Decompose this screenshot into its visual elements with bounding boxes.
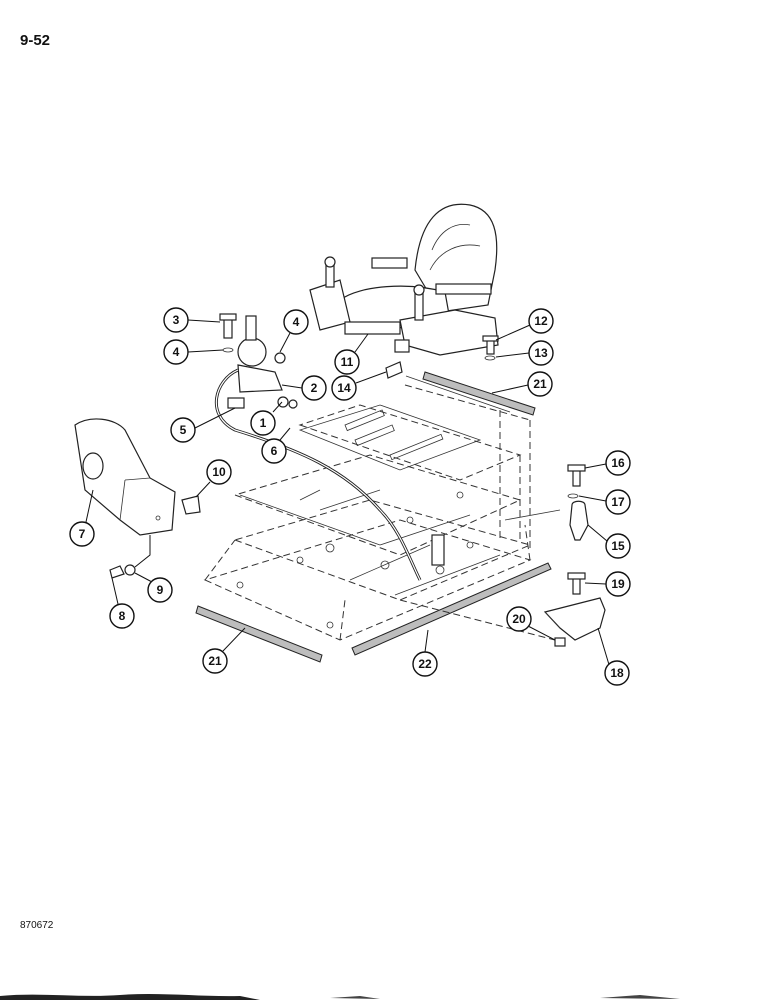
callout-4-lower: 4 (163, 339, 224, 365)
callout-14-label: 14 (337, 381, 351, 395)
callout-13: 13 (495, 340, 554, 366)
callout-10: 10 (195, 459, 232, 498)
rail-21-lower (195, 605, 323, 663)
callout-14: 14 (331, 371, 387, 401)
callout-1: 1 (250, 401, 283, 436)
callout-15: 14 15 (587, 524, 631, 559)
callout-8-label: 8 (119, 609, 126, 623)
callout-4-lower-label: 4 (173, 345, 180, 359)
callout-19-label: 19 (611, 577, 625, 591)
callout-20-label: 20 (512, 612, 526, 626)
callout-12-label: 12 (534, 314, 548, 328)
callout-21-upper-label: 21 (533, 377, 547, 391)
callout-1-label: 1 (260, 416, 267, 430)
callout-5: 5 (170, 407, 236, 443)
callout-4-upper: 4 (279, 309, 309, 353)
scan-edge-artifact (0, 994, 680, 1000)
right-side-hardware (109, 335, 606, 647)
callout-16-label: 16 (611, 456, 625, 470)
page-number: 9-52 (20, 32, 51, 49)
callout-2: 2 (281, 375, 327, 401)
callout-19: 19 (584, 571, 631, 597)
callout-18: 18 (597, 627, 630, 686)
callout-21-lower-label: 21 (208, 654, 222, 668)
callout-4-upper-label: 4 (293, 315, 300, 329)
callout-11: 11 (334, 333, 369, 375)
callout-8: 8 (109, 577, 135, 629)
drawing-code: 870672 (20, 920, 54, 931)
callout-15-label: 15 (611, 539, 625, 553)
callout-5-label: 5 (180, 423, 187, 437)
side-console-7 (74, 418, 176, 568)
callout-20: 20 (506, 606, 556, 641)
callout-6: 6 (261, 427, 291, 464)
callout-11-label: 11 (341, 355, 354, 369)
callout-3: 3 (163, 307, 221, 333)
floor-plate-assembly (203, 384, 532, 641)
callout-22-label: 22 (418, 657, 432, 671)
callout-22: 22 (412, 629, 438, 677)
callout-7: 7 (69, 489, 95, 547)
callout-16: 16 (584, 450, 631, 476)
pedal-switch-assembly (214, 313, 422, 581)
callout-10-label: 10 (212, 465, 226, 479)
callout-2-label: 2 (311, 381, 318, 395)
callout-9: 9 (134, 572, 173, 603)
callout-13-label: 13 (534, 346, 548, 360)
callout-12: 12 (495, 308, 554, 341)
callout-21-upper: 21 (491, 371, 553, 397)
callout-3-label: 3 (173, 313, 180, 327)
callout-9-label: 9 (157, 583, 164, 597)
callout-7-label: 7 (79, 527, 86, 541)
operator-seat (309, 203, 499, 356)
callout-17-label: 17 (611, 495, 625, 509)
callout-6-label: 6 (271, 444, 278, 458)
callout-17: 17 (578, 489, 631, 515)
rail-strips (195, 371, 552, 663)
rail-21-upper (422, 371, 536, 416)
callout-18-label: 18 (610, 666, 624, 680)
callout-21-lower: 21 (202, 627, 246, 674)
rail-22 (351, 562, 552, 656)
